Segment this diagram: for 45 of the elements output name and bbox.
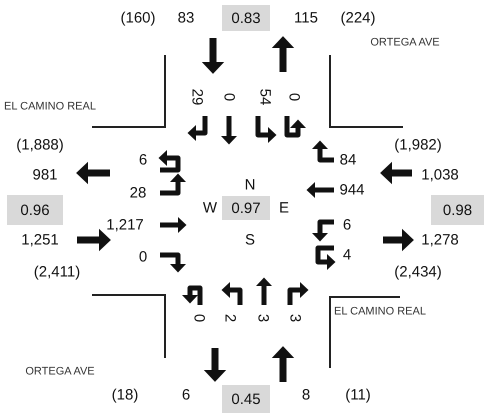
turn-volume: 29 bbox=[190, 88, 204, 106]
volume-count: 84 bbox=[340, 152, 356, 168]
volume-count: 1,251 bbox=[21, 232, 59, 248]
volume-count: 6 bbox=[342, 218, 352, 232]
compass-letter: N bbox=[244, 178, 256, 192]
volume-count: (11) bbox=[345, 388, 371, 402]
volume-count: 6 bbox=[182, 388, 190, 402]
factor-box: 0.83 bbox=[222, 5, 270, 31]
volume-count: 8 bbox=[302, 388, 310, 402]
turn-volume: 0 bbox=[222, 92, 236, 102]
factor-box: 0.97 bbox=[222, 196, 270, 220]
volume-count: (2,434) bbox=[394, 264, 442, 280]
turn-volume: 3 bbox=[256, 314, 270, 322]
turn-volume: 2 bbox=[222, 314, 238, 322]
volume-count: 6 bbox=[138, 152, 148, 168]
volume-count: 83 bbox=[178, 10, 194, 26]
turn-volume: 3 bbox=[288, 314, 302, 322]
street-name: ORTEGA AVE bbox=[370, 38, 440, 48]
volume-count: (224) bbox=[340, 10, 376, 26]
factor-box: 0.96 bbox=[7, 195, 63, 225]
volume-count: (160) bbox=[120, 10, 156, 26]
turn-volume: 54 bbox=[258, 88, 272, 106]
volume-count: (2,411) bbox=[34, 264, 80, 280]
volume-count: 115 bbox=[294, 10, 318, 26]
volume-count: 981 bbox=[32, 168, 58, 182]
factor-box: 0.98 bbox=[431, 195, 484, 225]
volume-count: 4 bbox=[342, 248, 352, 262]
compass-letter: E bbox=[279, 200, 289, 216]
turn-volume: 0 bbox=[192, 314, 206, 322]
volume-count: 0 bbox=[138, 250, 148, 264]
volume-count: 1,278 bbox=[421, 232, 459, 248]
street-name: ORTEGA AVE bbox=[25, 366, 95, 378]
street-name: EL CAMINO REAL bbox=[4, 102, 96, 112]
volume-count: 28 bbox=[130, 186, 146, 200]
factor-box: 0.45 bbox=[222, 385, 270, 413]
compass-letter: W bbox=[202, 200, 218, 216]
volume-count: (18) bbox=[112, 388, 138, 402]
volume-count: 944 bbox=[339, 182, 365, 198]
street-name: EL CAMINO REAL bbox=[334, 306, 426, 318]
volume-count: (1,888) bbox=[16, 138, 64, 152]
turn-volume: 0 bbox=[286, 92, 302, 102]
compass-letter: S bbox=[245, 232, 255, 248]
volume-count: (1,982) bbox=[394, 138, 442, 152]
volume-count: 1,217 bbox=[106, 218, 144, 232]
volume-count: 1,038 bbox=[421, 168, 459, 182]
